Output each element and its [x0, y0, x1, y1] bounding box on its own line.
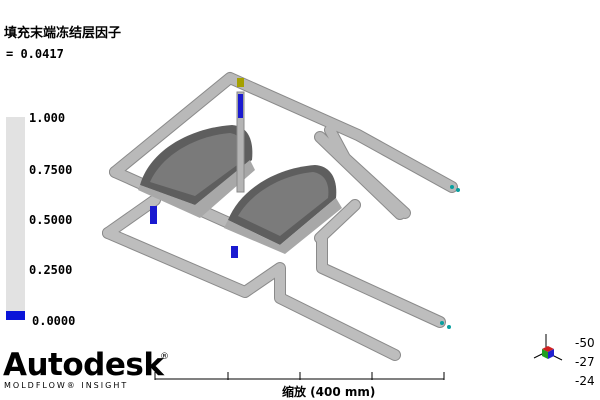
result-title: 填充末端冻结层因子	[4, 26, 122, 41]
scale-bar	[154, 372, 445, 380]
lower-pipe-frame	[103, 195, 445, 360]
gate-left	[150, 206, 157, 224]
legend-low-swatch	[6, 311, 25, 320]
moldflow-insight-label: MOLDFLOW® INSIGHT	[4, 381, 129, 390]
legend-label-50: 0.5000	[29, 213, 73, 227]
result-value: = 0.0417	[6, 47, 64, 61]
autodesk-logo: Autodesk	[3, 347, 164, 383]
legend-color-bar	[6, 117, 25, 320]
legend-label-max: 1.000	[29, 111, 66, 125]
registered-mark: ®	[160, 352, 169, 362]
legend-label-25: 0.2500	[29, 263, 73, 277]
rotation-angle-y: -27	[575, 355, 595, 369]
molded-part-right	[224, 165, 342, 254]
rotation-angle-z: -24	[575, 374, 595, 388]
legend-label-min: 0.0000	[32, 314, 76, 328]
rotation-angle-x: -50	[575, 336, 595, 350]
legend-label-75: 0.7500	[29, 163, 73, 177]
scale-label: 缩放 (400 mm)	[282, 385, 376, 399]
orientation-triad-icon[interactable]	[532, 332, 568, 368]
upper-pipe-frame	[110, 73, 457, 233]
sprue	[236, 78, 245, 193]
gate-right	[231, 246, 238, 258]
coolant-inlets	[440, 185, 460, 329]
